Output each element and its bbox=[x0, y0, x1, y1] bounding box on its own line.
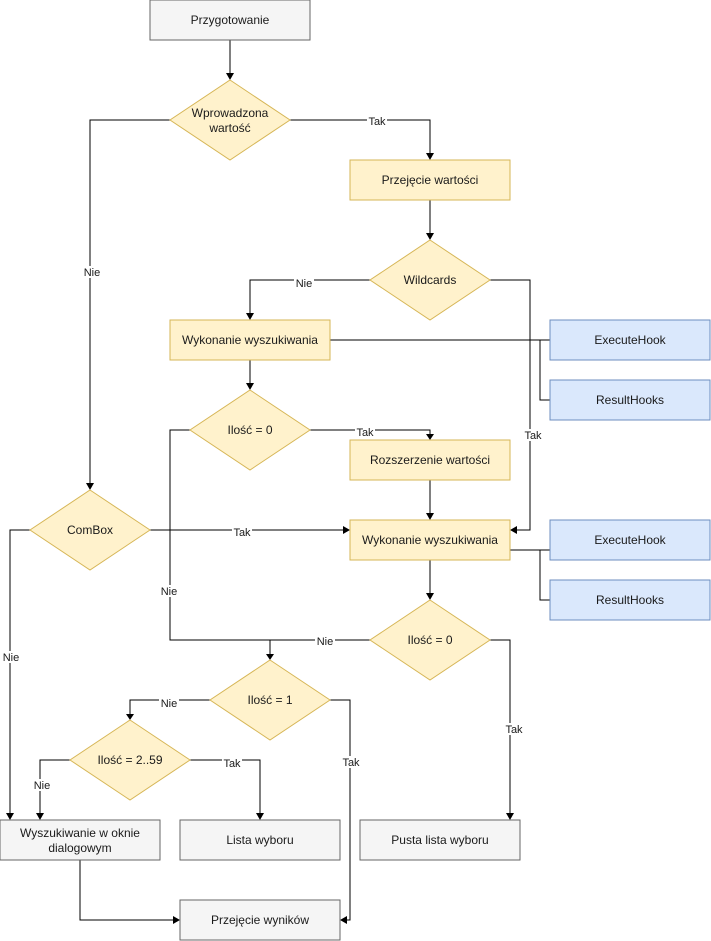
node-label-line1: Wyszukiwanie w oknie bbox=[20, 826, 140, 840]
arrowhead bbox=[126, 714, 134, 720]
arrowhead bbox=[506, 813, 514, 820]
edge-count0-second-yes bbox=[490, 639, 511, 814]
arrowhead bbox=[426, 513, 434, 520]
decision-ilosc-2-59[interactable]: Ilość = 2..59 bbox=[69, 719, 191, 801]
edges bbox=[6, 40, 550, 924]
arrowhead bbox=[266, 654, 274, 660]
decision-wprowadzona-wartosc[interactable]: Wprowadzona wartość bbox=[169, 79, 291, 161]
node-result-hooks-1[interactable]: ResultHooks bbox=[549, 379, 711, 421]
edge-label-input-no: Nie bbox=[84, 267, 101, 279]
arrowhead bbox=[226, 73, 234, 80]
edge-label-combox-yes: Tak bbox=[233, 527, 251, 539]
node-wyszukiwanie-w-oknie-dialogowym[interactable]: Wyszukiwanie w oknie dialogowym bbox=[0, 819, 161, 861]
node-label: ResultHooks bbox=[596, 393, 664, 407]
arrowhead bbox=[426, 593, 434, 600]
edge-labels: Tak Nie Nie Tak Tak Tak Nie Nie Nie Nie … bbox=[1, 115, 543, 792]
edge-combox-no bbox=[9, 529, 30, 814]
arrowhead bbox=[246, 313, 254, 320]
edge-count1-no bbox=[129, 699, 210, 714]
edge-label-count1-yes: Tak bbox=[342, 757, 360, 769]
node-label: Lista wyboru bbox=[226, 833, 293, 847]
node-wykonanie-wyszukiwania-1[interactable]: Wykonanie wyszukiwania bbox=[169, 319, 331, 361]
node-label-line2: wartość bbox=[208, 121, 250, 135]
edge-count0-first-no bbox=[169, 429, 270, 641]
arrowhead bbox=[173, 916, 180, 924]
edge-wildcards-no bbox=[249, 279, 370, 314]
node-label: Wykonanie wyszukiwania bbox=[182, 333, 318, 347]
arrowhead bbox=[36, 813, 44, 820]
edge-count0-second-no bbox=[269, 639, 370, 654]
edge-label-count0-first-no: Nie bbox=[161, 586, 178, 598]
decision-ilosc-0-second[interactable]: Ilość = 0 bbox=[369, 599, 491, 681]
decision-wildcards[interactable]: Wildcards bbox=[369, 239, 491, 321]
arrowhead bbox=[6, 813, 14, 820]
node-execute-hook-2[interactable]: ExecuteHook bbox=[549, 519, 711, 561]
node-label: Przejęcie wyników bbox=[211, 913, 309, 927]
node-label-line2: dialogowym bbox=[48, 841, 111, 855]
edge-dialog-to-results bbox=[79, 860, 174, 921]
arrowhead bbox=[426, 233, 434, 240]
node-label: Ilość = 0 bbox=[227, 423, 272, 437]
arrowhead bbox=[510, 526, 517, 534]
edge-label-count259-no: Nie bbox=[34, 780, 51, 792]
edge-count259-no bbox=[39, 759, 70, 814]
node-przejecie-wartosci[interactable]: Przejęcie wartości bbox=[349, 159, 511, 201]
edge-count259-yes bbox=[190, 759, 261, 814]
arrowhead bbox=[340, 916, 347, 924]
edge-search2-resulthooks bbox=[539, 550, 550, 601]
node-lista-wyboru[interactable]: Lista wyboru bbox=[179, 819, 341, 861]
node-label: Rozszerzenie wartości bbox=[370, 453, 490, 467]
arrowhead bbox=[343, 526, 350, 534]
node-pusta-lista-wyboru[interactable]: Pusta lista wyboru bbox=[359, 819, 521, 861]
edge-label-wildcards-yes: Tak bbox=[524, 430, 542, 442]
arrowhead bbox=[426, 153, 434, 160]
edge-label-count0-first-yes: Tak bbox=[356, 427, 374, 439]
node-przejecie-wynikow[interactable]: Przejęcie wyników bbox=[179, 899, 341, 941]
decision-combox[interactable]: ComBox bbox=[29, 489, 151, 571]
edge-label-count0-second-no: Nie bbox=[317, 636, 334, 648]
decision-ilosc-0-first[interactable]: Ilość = 0 bbox=[189, 389, 311, 471]
edge-label-input-yes: Tak bbox=[368, 116, 386, 128]
node-label: Wildcards bbox=[404, 273, 457, 287]
node-label: Wykonanie wyszukiwania bbox=[362, 533, 498, 547]
edge-label-count1-no: Nie bbox=[161, 698, 178, 710]
node-result-hooks-2[interactable]: ResultHooks bbox=[549, 579, 711, 621]
edge-wildcards-yes bbox=[490, 279, 531, 531]
arrowhead bbox=[426, 434, 434, 440]
node-execute-hook-1[interactable]: ExecuteHook bbox=[549, 319, 711, 361]
edge-label-wildcards-no: Nie bbox=[296, 278, 313, 290]
node-label: Ilość = 1 bbox=[247, 693, 292, 707]
node-label: Pusta lista wyboru bbox=[391, 833, 488, 847]
node-wykonanie-wyszukiwania-2[interactable]: Wykonanie wyszukiwania bbox=[349, 519, 511, 561]
arrowhead bbox=[246, 383, 254, 390]
node-rozszerzenie-wartosci[interactable]: Rozszerzenie wartości bbox=[349, 439, 511, 481]
arrowhead bbox=[256, 813, 264, 820]
node-label: Przygotowanie bbox=[191, 13, 270, 27]
edge-search1-resulthooks bbox=[539, 340, 550, 401]
node-label: ResultHooks bbox=[596, 593, 664, 607]
edge-label-combox-no: Nie bbox=[3, 652, 20, 664]
edge-label-count259-yes: Tak bbox=[223, 758, 241, 770]
node-label-line1: Wprowadzona bbox=[192, 106, 269, 120]
node-label: Ilość = 2..59 bbox=[97, 753, 162, 767]
arrowhead bbox=[86, 483, 94, 490]
decision-ilosc-1[interactable]: Ilość = 1 bbox=[209, 659, 331, 741]
edge-label-count0-second-yes: Tak bbox=[505, 724, 523, 736]
edge-count1-yes bbox=[330, 699, 351, 921]
edge-input-yes bbox=[290, 119, 431, 154]
node-label: ComBox bbox=[67, 523, 113, 537]
node-label: ExecuteHook bbox=[594, 333, 666, 347]
edge-input-no bbox=[89, 119, 170, 484]
edge-count0-first-yes bbox=[310, 429, 431, 434]
node-przygotowanie[interactable]: Przygotowanie bbox=[149, 0, 311, 41]
node-label: ExecuteHook bbox=[594, 533, 666, 547]
node-label: Przejęcie wartości bbox=[382, 173, 479, 187]
node-label: Ilość = 0 bbox=[407, 633, 452, 647]
